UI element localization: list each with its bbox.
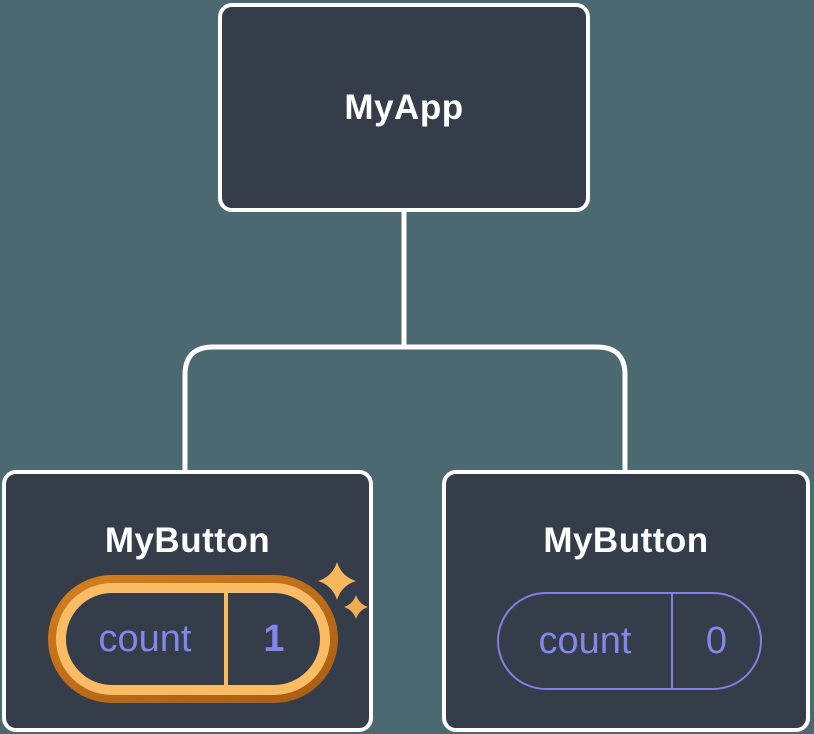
node-myapp: MyApp xyxy=(218,3,590,212)
node-myapp-label: MyApp xyxy=(344,87,464,127)
state-pill-highlighted: count 1 xyxy=(48,575,338,703)
state-value: 1 xyxy=(263,617,285,660)
state-key-label: count xyxy=(538,619,632,662)
state-pill-divider xyxy=(671,594,673,688)
state-pill-divider xyxy=(224,593,228,685)
node-mybutton-idle: MyButton count 0 xyxy=(442,470,810,732)
node-mybutton-active-label: MyButton xyxy=(104,521,271,560)
node-mybutton-idle-label: MyButton xyxy=(543,521,709,560)
node-mybutton-active: MyButton count 1 xyxy=(2,470,373,732)
state-key-label: count xyxy=(98,617,192,660)
connector-path xyxy=(182,210,628,472)
state-pill-body: count 1 xyxy=(66,593,320,685)
state-pill-highlight-ring: count 1 xyxy=(56,583,330,695)
state-value: 0 xyxy=(705,619,728,662)
state-pill: count 0 xyxy=(497,592,762,690)
